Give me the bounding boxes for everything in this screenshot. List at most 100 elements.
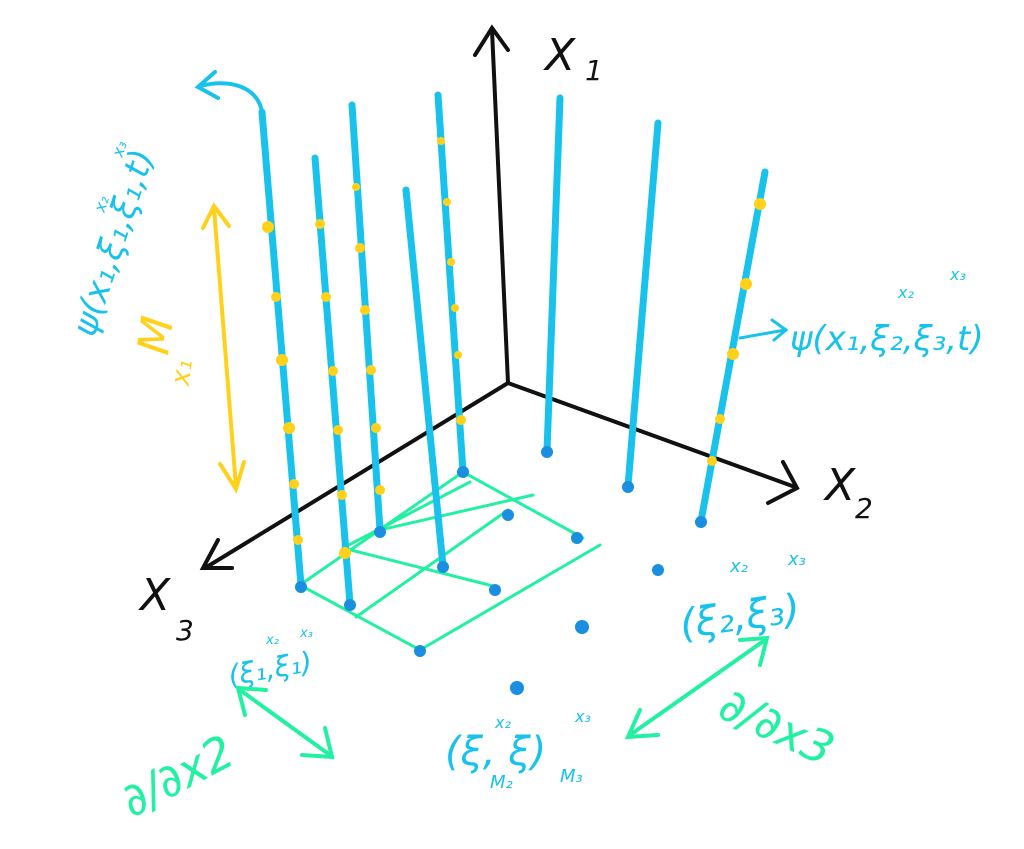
sample-dot (339, 547, 351, 559)
m-x1-label: M (128, 313, 184, 358)
sample-dot (754, 198, 766, 210)
rod (402, 186, 447, 570)
x2-arrowhead (766, 460, 800, 505)
sample-dot (283, 422, 295, 434)
psi-first-sup-x2: x₂ (90, 193, 113, 215)
sample-dot (333, 425, 343, 435)
xi-last-sup-x3: x₃ (574, 707, 591, 726)
xi-first-sup-x2: x₂ (265, 633, 279, 648)
xi-last-sup-x2: x₂ (494, 713, 511, 732)
sample-dot (447, 258, 455, 266)
grid-line (461, 470, 585, 540)
sample-dot (315, 219, 325, 229)
psi-first-sup-x3: x₃ (108, 138, 131, 160)
grid-line (341, 480, 472, 550)
grid-node (695, 516, 707, 528)
rod (543, 94, 564, 455)
grid-node (510, 681, 524, 695)
xi-second-sup-x3: x₃ (787, 549, 806, 570)
sample-dot (443, 198, 451, 206)
sample-dot (437, 137, 445, 145)
psi-second-arrow (738, 318, 789, 342)
grid (298, 470, 602, 652)
m-x1-subscript: x₁ (166, 358, 199, 389)
sample-dot (707, 456, 717, 466)
xi-last-sub-m3: M₃ (560, 766, 583, 787)
sample-dot (715, 414, 725, 424)
sample-dot (271, 292, 281, 302)
rod (258, 108, 305, 589)
grid-node (622, 481, 634, 493)
psi-second-sup-x3: x₃ (949, 265, 966, 284)
sample-dot (740, 278, 752, 290)
grid-line (341, 546, 499, 589)
d-dx2-arrow (235, 685, 335, 760)
grid-node (652, 564, 664, 576)
grid-nodes (295, 446, 707, 695)
psi-first-annotation: ψ(x₁,ξ₁,ξ₁,t) x₂ x₃ (65, 138, 163, 342)
sample-dot (727, 348, 739, 360)
psi-first-label: ψ(x₁,ξ₁,ξ₁,t) (65, 145, 163, 342)
xi-last-sub-m2: M₂ (490, 772, 513, 793)
d-dx3-arrowhead-end (738, 635, 770, 667)
sample-dot (371, 423, 381, 433)
rod (348, 101, 384, 534)
grid-node (344, 599, 356, 611)
sample-dot (262, 221, 274, 233)
x3-arrowhead (199, 538, 234, 570)
d-dx3-label: ∂/∂x3 (711, 677, 842, 776)
m-x1-arrow-shaft (212, 206, 238, 489)
sample-dot (289, 479, 299, 489)
d-dx3-arrow-shaft (628, 638, 767, 737)
grid-line (354, 508, 510, 619)
sample-dot (321, 292, 331, 302)
d-dx2-arrowhead-start (235, 685, 268, 717)
x1-axis (490, 28, 510, 385)
rod-pointer-arrow (198, 81, 264, 114)
rods (258, 91, 769, 608)
x1-arrowhead (473, 24, 510, 57)
grid-node (489, 584, 501, 596)
grid-line (418, 543, 602, 652)
grid-node (457, 466, 469, 478)
xi-second-sup-x2: x₂ (729, 556, 748, 577)
grid-node (571, 532, 583, 544)
d-dx2-arrow-shaft (238, 688, 332, 757)
sample-dot (293, 535, 303, 545)
rod (311, 154, 354, 608)
grid-line (378, 493, 535, 532)
rod (624, 119, 662, 490)
yellow-dots (262, 137, 766, 559)
xi-first-sup-x3: x₃ (299, 626, 313, 641)
grid-node (541, 446, 553, 458)
sample-dot (375, 485, 385, 495)
x1-axis-subscript: 1 (585, 54, 603, 87)
grid-node (437, 561, 449, 573)
xi-first-label: (ξ₁,ξ₁) (226, 645, 315, 692)
rod-pointer-arrowhead (194, 70, 220, 100)
grid-node (575, 620, 589, 634)
d-dx3-arrowhead-start (624, 708, 660, 740)
grid-node (502, 509, 514, 521)
sample-dot (451, 304, 459, 312)
sample-dot (337, 490, 347, 500)
m-x1-arrowhead-top (201, 202, 231, 230)
x3-axis-label: X (138, 570, 171, 621)
grid-node (414, 645, 426, 657)
sample-dot (360, 305, 370, 315)
sample-dot (355, 243, 365, 253)
d-dx2-arrowhead-end (300, 726, 335, 760)
xi-last-label: (ξ, ξ) (445, 729, 546, 775)
psi-second-label: ψ(x₁,ξ₂,ξ₃,t) (790, 319, 984, 359)
d-dx3-arrow (624, 635, 770, 740)
sample-dot (454, 351, 462, 359)
m-x1-arrowhead-bottom (218, 460, 246, 494)
sample-dot (366, 365, 376, 375)
rod (697, 168, 769, 525)
sample-dot (276, 354, 288, 366)
x1-axis-label: X (543, 30, 576, 81)
rod (434, 91, 467, 476)
sample-dot (328, 366, 338, 376)
grid-node (374, 526, 386, 538)
